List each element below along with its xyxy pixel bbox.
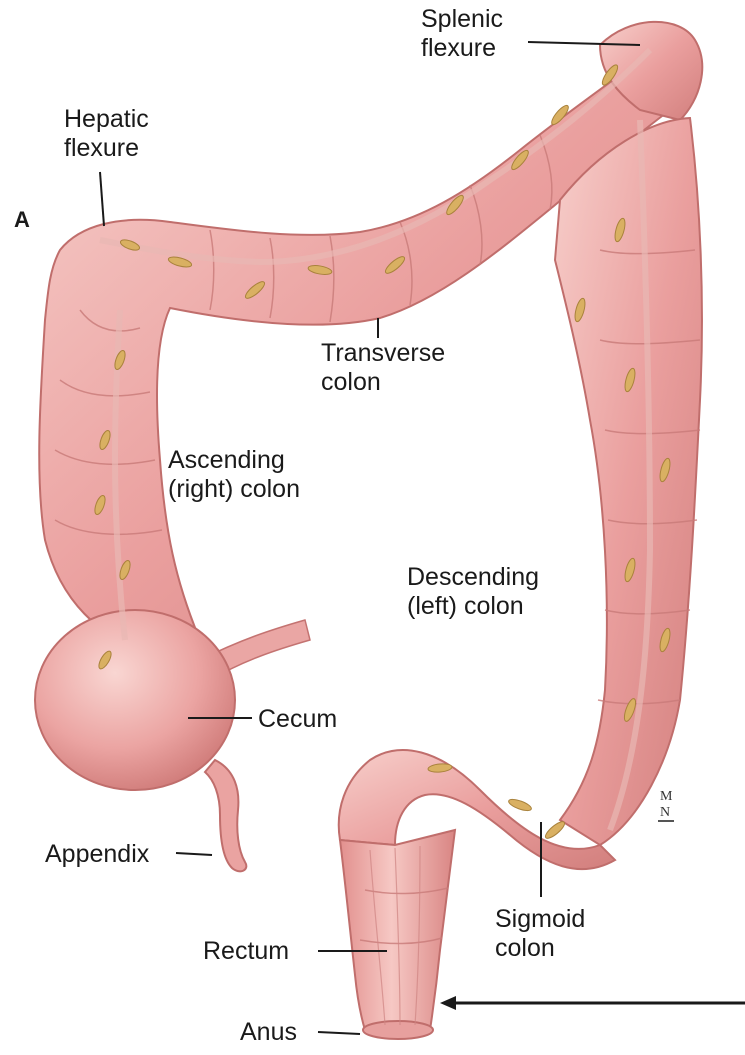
label-transverse-colon-line2: colon xyxy=(321,368,445,397)
label-descending-colon-line1: Descending xyxy=(407,563,539,592)
label-transverse-colon-line1: Transverse xyxy=(321,339,445,368)
label-ascending-colon-line1: Ascending xyxy=(168,446,300,475)
anus-shape xyxy=(363,1021,433,1039)
label-splenic-flexure: Splenic flexure xyxy=(421,5,503,63)
svg-text:M: M xyxy=(660,789,673,804)
label-transverse-colon: Transverse colon xyxy=(321,339,445,397)
label-sigmoid-colon-line2: colon xyxy=(495,934,585,963)
illustrator-monogram: M N xyxy=(658,789,674,822)
label-splenic-flexure-line2: flexure xyxy=(421,34,503,63)
label-descending-colon: Descending (left) colon xyxy=(407,563,539,621)
svg-text:N: N xyxy=(660,805,670,820)
label-hepatic-flexure-line2: flexure xyxy=(64,134,149,163)
label-sigmoid-colon-line1: Sigmoid xyxy=(495,905,585,934)
label-ascending-colon: Ascending (right) colon xyxy=(168,446,300,504)
label-appendix: Appendix xyxy=(45,840,149,869)
label-splenic-flexure-line1: Splenic xyxy=(421,5,503,34)
figure-letter: A xyxy=(14,205,30,234)
cecum-shape xyxy=(35,610,235,790)
label-sigmoid-colon: Sigmoid colon xyxy=(495,905,585,963)
label-anus: Anus xyxy=(240,1018,297,1047)
label-ascending-colon-line2: (right) colon xyxy=(168,475,300,504)
label-hepatic-flexure: Hepatic flexure xyxy=(64,105,149,163)
label-cecum: Cecum xyxy=(258,705,337,734)
label-hepatic-flexure-line1: Hepatic xyxy=(64,105,149,134)
descending-colon-shape xyxy=(555,118,702,845)
label-descending-colon-line2: (left) colon xyxy=(407,592,539,621)
label-rectum: Rectum xyxy=(203,937,289,966)
anus-arrow-head xyxy=(440,996,456,1010)
